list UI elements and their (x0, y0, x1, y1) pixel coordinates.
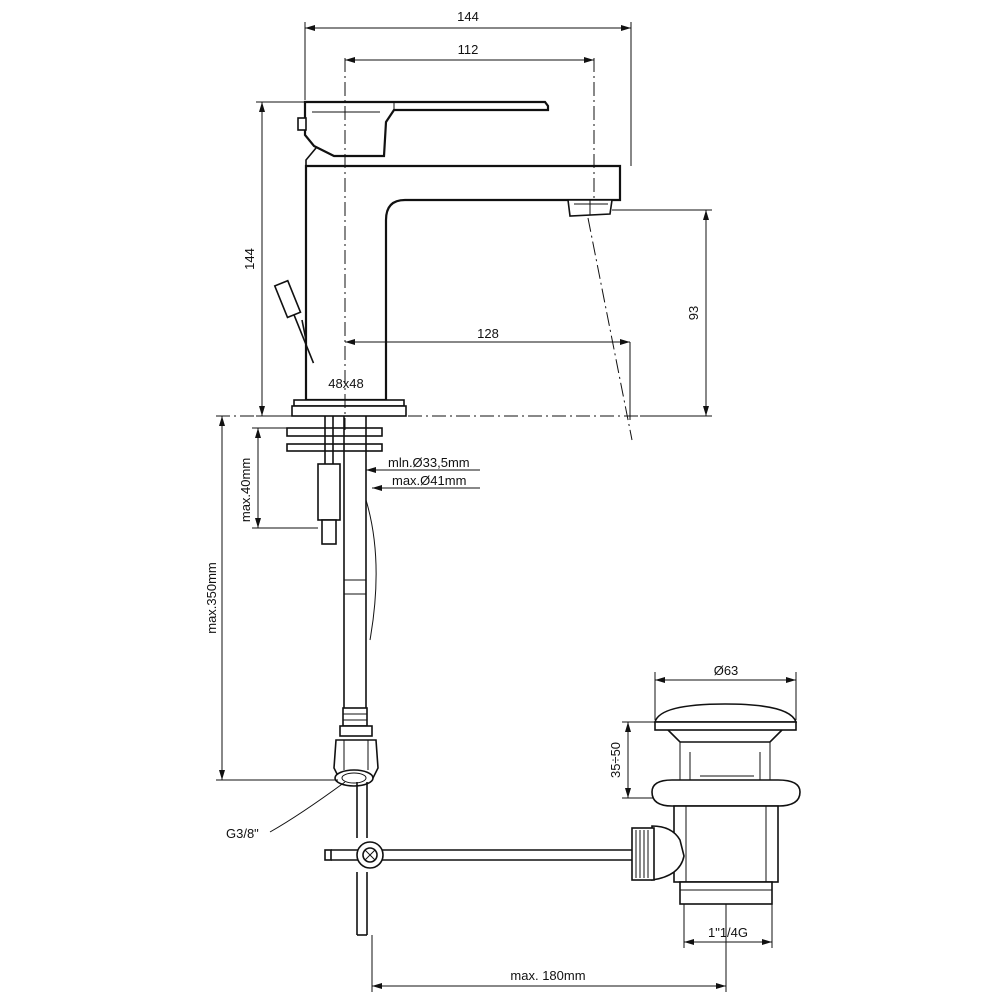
hole-min-label: mln.Ø33,5mm (388, 455, 470, 470)
deck-thickness-label: max.40mm (238, 458, 253, 522)
waste-height-range-label: 35÷50 (608, 742, 623, 778)
spout-reach-label: 112 (458, 42, 479, 57)
base-size-label: 48x48 (328, 376, 363, 391)
spout-height-label: 93 (686, 306, 701, 320)
arrowheads (219, 25, 796, 989)
center-lines (216, 58, 640, 441)
flexible-hose (333, 470, 379, 787)
popup-linkage (324, 782, 632, 936)
waste-valve (631, 703, 801, 905)
hose-thread-label: G3/8" (226, 826, 259, 841)
hole-max-label: max.Ø41mm (392, 473, 466, 488)
overall-width-label: 144 (457, 9, 479, 24)
outlet-distance-label: 128 (477, 326, 499, 341)
rod-length-label: max. 180mm (510, 968, 585, 983)
mounting-assembly (286, 416, 383, 545)
overall-height-label: 144 (242, 248, 257, 270)
waste-thread-label: 1"1/4G (708, 925, 748, 940)
dimension-labels: 144 112 144 93 128 48x48 mln.Ø33,5mm max… (204, 9, 748, 983)
faucet-body (273, 100, 622, 417)
hose-length-label: max.350mm (204, 562, 219, 634)
dimension-lines (216, 22, 797, 992)
waste-cap-diameter-label: Ø63 (714, 663, 739, 678)
